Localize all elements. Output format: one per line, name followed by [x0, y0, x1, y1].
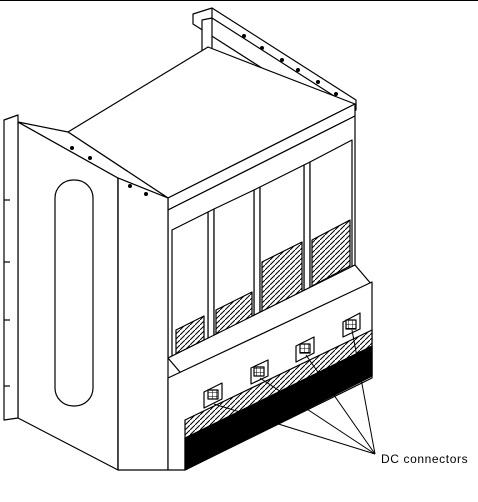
card-slot	[171, 211, 209, 362]
callout-leader-lines	[213, 329, 376, 455]
card-slot	[309, 139, 353, 291]
front-dark-band-solid	[184, 345, 373, 471]
card-slot	[259, 164, 305, 318]
left-side-panel	[17, 121, 169, 471]
dc-connector	[203, 382, 223, 409]
dc-connector	[250, 359, 269, 385]
front-mounting-flange	[3, 114, 19, 421]
top-border-line	[0, 0, 478, 1]
side-panel-window	[54, 179, 94, 407]
dc-connector	[295, 336, 315, 363]
dc-connectors-label: DC connectors	[381, 452, 469, 466]
card-slot	[213, 189, 255, 341]
dc-connector	[342, 312, 361, 338]
